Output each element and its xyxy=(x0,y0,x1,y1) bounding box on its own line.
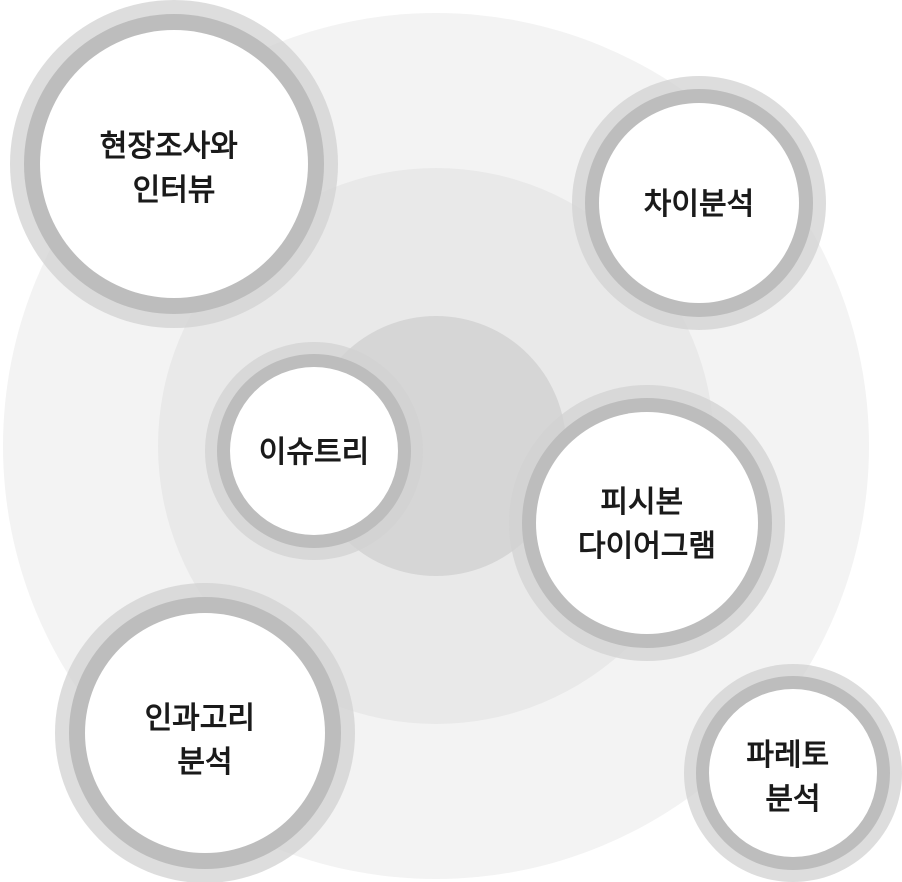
node-issue-tree-label: 이슈트리 xyxy=(259,435,369,470)
node-issue-tree: 이슈트리 xyxy=(205,342,423,560)
node-gap-analysis: 차이분석 xyxy=(572,76,826,330)
node-field-interview: 현장조사와 인터뷰 xyxy=(10,0,338,328)
node-causal-loop: 인과고리 분석 xyxy=(55,583,355,882)
node-field-interview-label: 현장조사와 인터뷰 xyxy=(100,129,248,208)
node-pareto-analysis-label: 파레토 분석 xyxy=(746,738,839,817)
node-fishbone-diagram: 피시본 다이어그램 xyxy=(509,385,785,661)
node-gap-analysis-label: 차이분석 xyxy=(644,187,754,222)
node-causal-loop-label: 인과고리 분석 xyxy=(145,701,266,780)
node-pareto-analysis: 파레토 분석 xyxy=(684,664,902,882)
node-fishbone-diagram-label: 피시본 다이어그램 xyxy=(578,485,716,564)
